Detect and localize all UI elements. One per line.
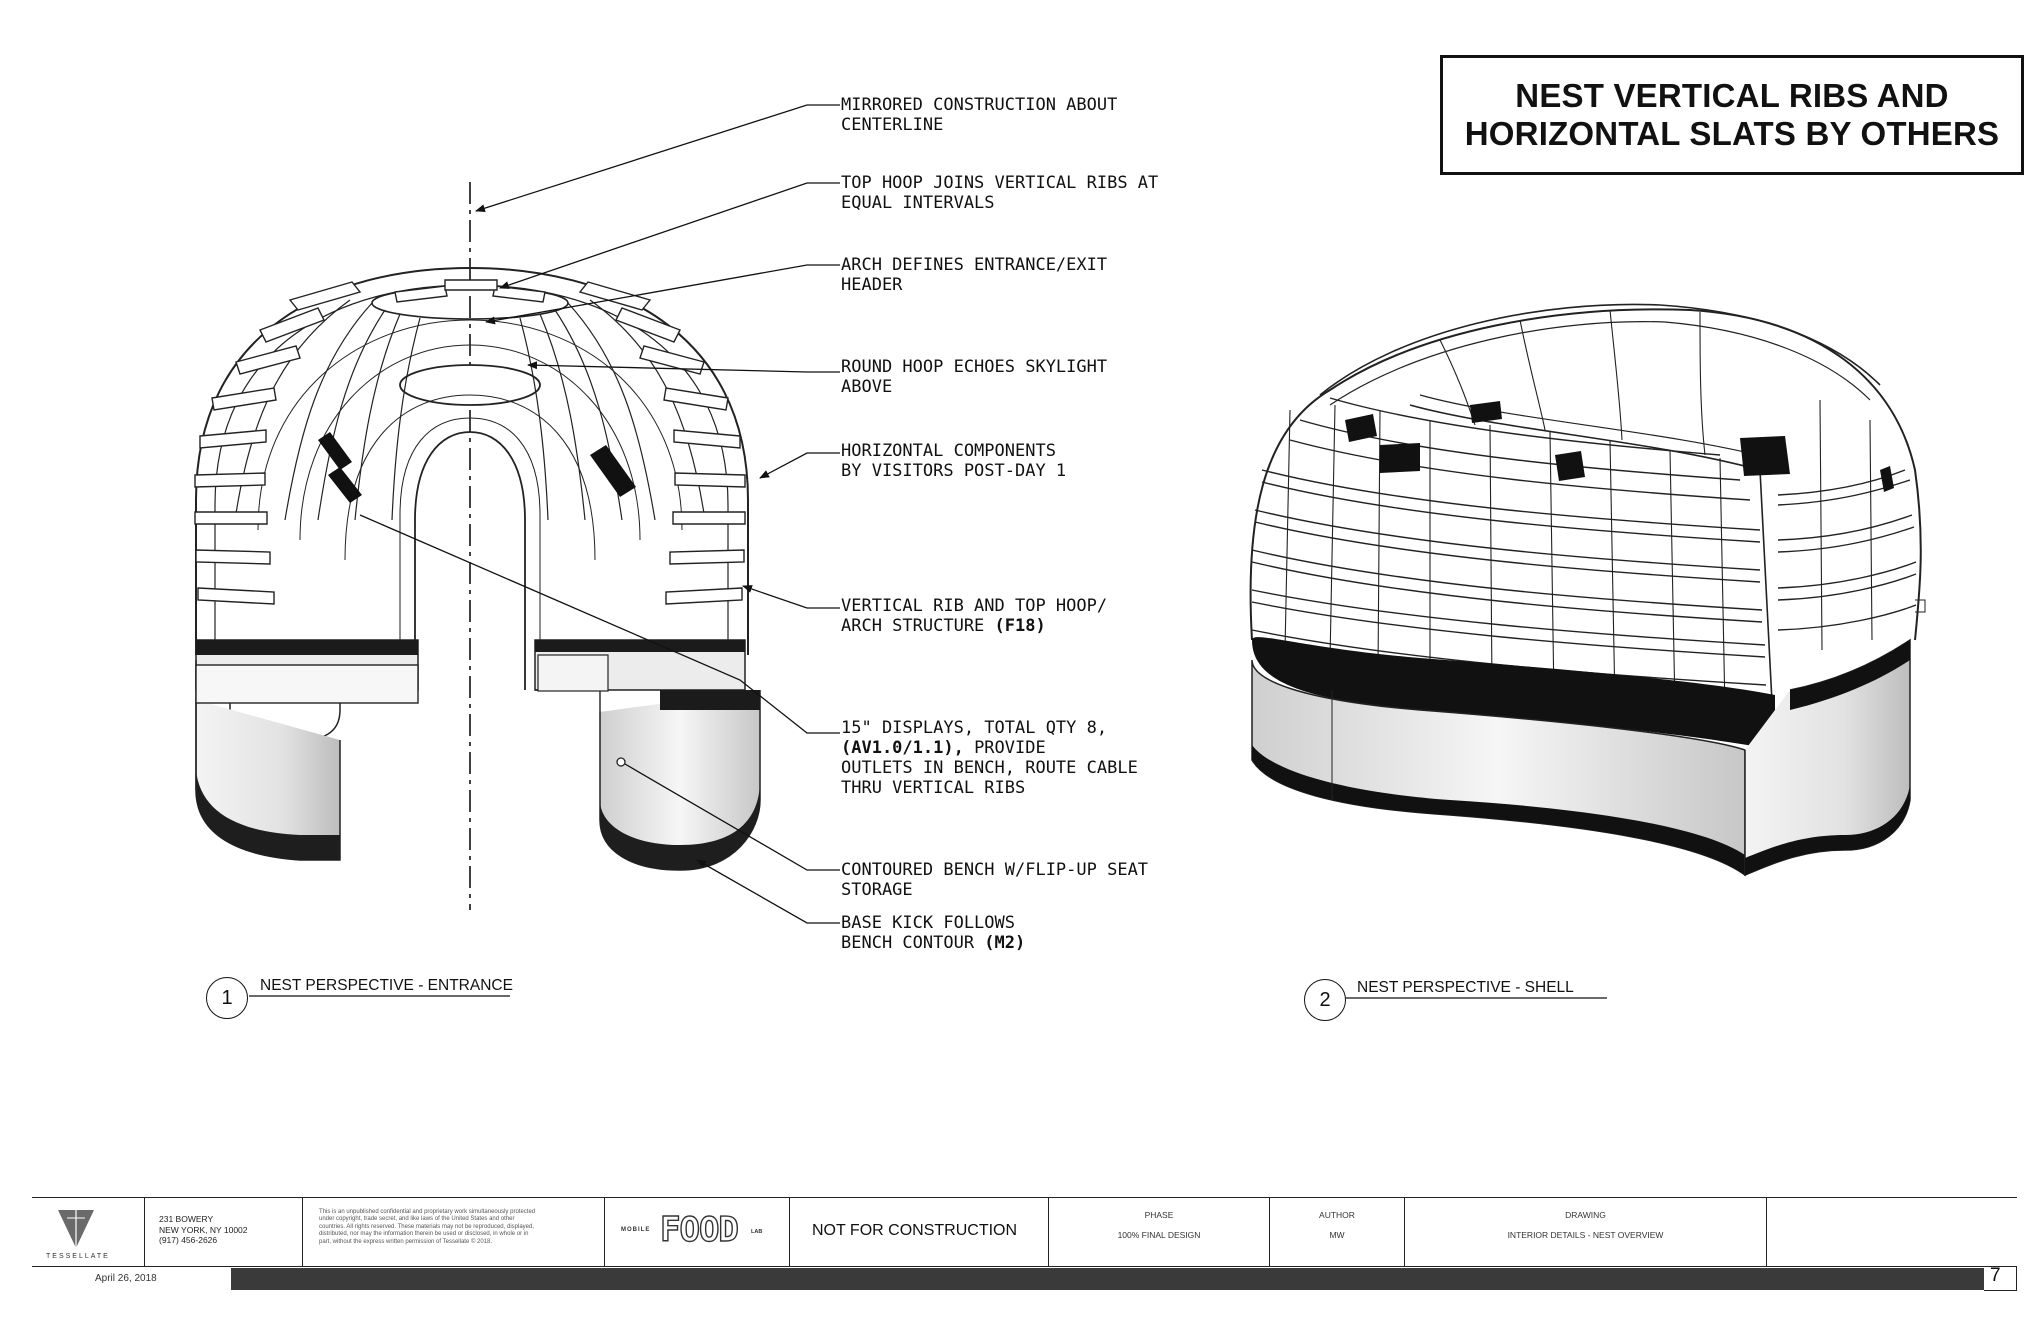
view-number-bubble-1: 1 [206, 977, 248, 1019]
note-line: ARCH STRUCTURE (F18) [841, 616, 1107, 636]
view-caption-2: NEST PERSPECTIVE - SHELL [1357, 979, 1574, 996]
issue-date: April 26, 2018 [95, 1273, 157, 1284]
nest-shell-perspective [1249, 303, 1926, 877]
note-arch-header: ARCH DEFINES ENTRANCE/EXIT HEADER [841, 255, 1107, 295]
note-vertical-rib: VERTICAL RIB AND TOP HOOP/ ARCH STRUCTUR… [841, 596, 1107, 636]
note-line: TOP HOOP JOINS VERTICAL RIBS AT [841, 173, 1159, 193]
sheet-number: 7 [1990, 1265, 2001, 1286]
note-line: HEADER [841, 275, 903, 295]
note-round-hoop: ROUND HOOP ECHOES SKYLIGHT ABOVE [841, 357, 1107, 397]
legal-line: countries. All rights reserved. These ma… [319, 1223, 534, 1230]
client-logo-suffix: LAB [751, 1229, 763, 1235]
note-line: EQUAL INTERVALS [841, 193, 995, 213]
phase-cell: PHASE 100% FINAL DESIGN [1048, 1198, 1269, 1266]
client-logo-main: FOOD [659, 1209, 739, 1250]
author-cell: AUTHOR MW [1269, 1198, 1404, 1266]
phase-label: PHASE [1144, 1210, 1174, 1220]
note-line: ARCH DEFINES ENTRANCE/EXIT [841, 255, 1108, 275]
note-line: (AV1.0/1.1), PROVIDE [841, 738, 1138, 758]
note-line: CENTERLINE [841, 115, 944, 135]
status-cell: NOT FOR CONSTRUCTION [789, 1198, 1048, 1266]
note-top-hoop: TOP HOOP JOINS VERTICAL RIBS AT EQUAL IN… [841, 173, 1158, 213]
view-number-bubble-2: 2 [1304, 979, 1346, 1021]
note-base-kick: BASE KICK FOLLOWS BENCH CONTOUR (M2) [841, 913, 1025, 953]
note-ref-av: (AV1.0/1.1), [841, 738, 964, 758]
blank-cell [1766, 1198, 2017, 1266]
author-label: AUTHOR [1319, 1210, 1355, 1220]
firm-logo-cell: TESSELLATE [32, 1198, 144, 1266]
note-horizontal-components: HORIZONTAL COMPONENTS BY VISITORS POST-D… [841, 441, 1066, 481]
note-line: 15" DISPLAYS, TOTAL QTY 8, [841, 718, 1108, 738]
callout-leaders [359, 104, 840, 924]
legal-line: part, without the express written permis… [319, 1238, 493, 1245]
note-line: HORIZONTAL COMPONENTS [841, 441, 1056, 461]
legal-line: distributed, nor may the information the… [319, 1231, 529, 1238]
view-caption-1: NEST PERSPECTIVE - ENTRANCE [260, 977, 513, 994]
note-line: CONTOURED BENCH W/FLIP-UP SEAT [841, 860, 1149, 880]
note-displays: 15" DISPLAYS, TOTAL QTY 8, (AV1.0/1.1), … [841, 718, 1138, 798]
note-mirrored-construction: MIRRORED CONSTRUCTION ABOUT CENTERLINE [841, 95, 1117, 135]
note-text: PROVIDE [963, 738, 1046, 758]
address-line: 231 BOWERY [159, 1214, 214, 1224]
note-line: ROUND HOOP ECHOES SKYLIGHT [841, 357, 1108, 377]
note-line: THRU VERTICAL RIBS [841, 778, 1026, 798]
address-line: (917) 456-2626 [159, 1235, 218, 1245]
author-value: MW [1329, 1230, 1345, 1240]
sheet-title-box: NEST VERTICAL RIBS AND HORIZONTAL SLATS … [1440, 55, 2024, 175]
note-line: ABOVE [841, 377, 893, 397]
nest-entrance-perspective [194, 182, 761, 910]
sheet-title-line-2: HORIZONTAL SLATS BY OTHERS [1464, 115, 2000, 152]
legal-line: This is an unpublished confidential and … [319, 1209, 536, 1215]
note-line: OUTLETS IN BENCH, ROUTE CABLE [841, 758, 1138, 778]
client-logo-prefix: MOBILE [621, 1227, 651, 1233]
legal-line: under copyright, trade secret, and like … [319, 1216, 515, 1223]
drawing-value: INTERIOR DETAILS - NEST OVERVIEW [1507, 1230, 1664, 1240]
note-line: BENCH CONTOUR (M2) [841, 933, 1025, 953]
construction-status: NOT FOR CONSTRUCTION [812, 1222, 1018, 1239]
client-logo-cell: MOBILE FOOD LAB [604, 1198, 789, 1266]
firm-name: TESSELLATE [46, 1253, 110, 1260]
drawing-cell: DRAWING INTERIOR DETAILS - NEST OVERVIEW [1404, 1198, 1766, 1266]
bottom-bar [231, 1268, 1984, 1290]
note-ref-f18: (F18) [994, 616, 1046, 636]
note-line: VERTICAL RIB AND TOP HOOP/ [841, 596, 1108, 616]
note-ref-m2: (M2) [984, 933, 1026, 953]
legal-notice-cell: This is an unpublished confidential and … [302, 1198, 604, 1266]
note-line: MIRRORED CONSTRUCTION ABOUT [841, 95, 1118, 115]
note-contoured-bench: CONTOURED BENCH W/FLIP-UP SEAT STORAGE [841, 860, 1148, 900]
drawing-label: DRAWING [1565, 1210, 1606, 1220]
sheet-title-line-1: NEST VERTICAL RIBS AND [1515, 77, 1949, 114]
sheet-number-box [1984, 1266, 2017, 1291]
address-line: NEW YORK, NY 10002 [159, 1224, 248, 1235]
note-line: BY VISITORS POST-DAY 1 [841, 461, 1067, 481]
note-line: STORAGE [841, 880, 913, 900]
note-text: ARCH STRUCTURE [841, 616, 995, 636]
title-block: TESSELLATE 231 BOWERY NEW YORK, NY 10002… [32, 1197, 2017, 1267]
phase-value: 100% FINAL DESIGN [1117, 1230, 1201, 1240]
note-line: BASE KICK FOLLOWS [841, 913, 1015, 933]
firm-address-cell: 231 BOWERY NEW YORK, NY 10002 (917) 456-… [144, 1198, 290, 1266]
note-text: BENCH CONTOUR [841, 933, 985, 953]
firm-logo-icon [58, 1210, 94, 1248]
